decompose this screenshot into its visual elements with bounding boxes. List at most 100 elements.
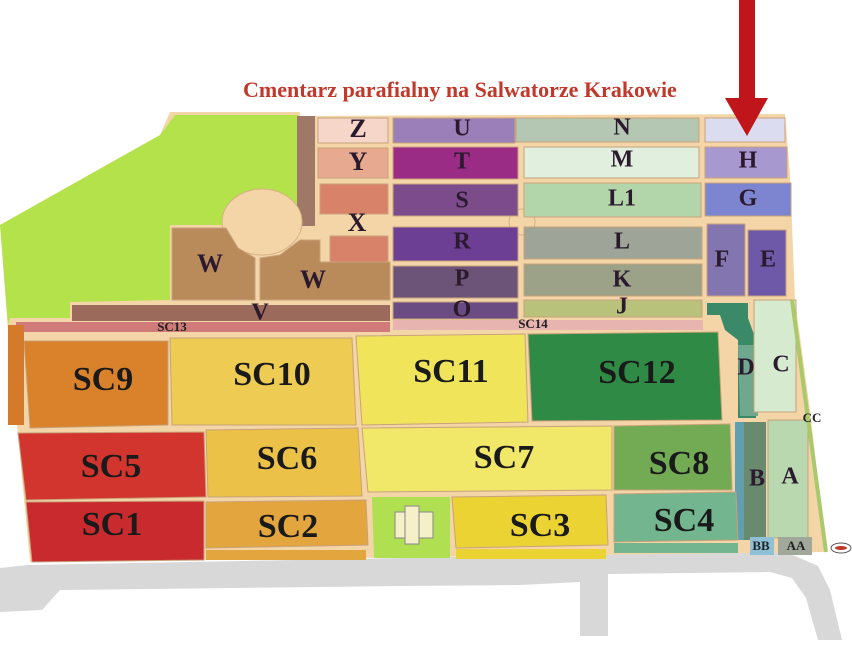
sc-labels: SC9 SC10 SC11 SC12 SC5 SC6 SC7 SC8 SC1 S… [73,353,714,545]
street-gap-2 [620,575,770,586]
section-W-right[interactable] [259,239,391,301]
section-V[interactable] [72,305,390,321]
label-P: P [455,266,470,292]
label-SC6: SC6 [257,440,317,477]
section-L[interactable] [523,226,703,260]
section-SC2[interactable] [205,499,369,549]
map-logo-icon-inner [835,546,847,550]
section-R[interactable] [392,226,519,262]
section-SC14[interactable] [393,320,703,330]
section-SC9-edge [8,325,24,425]
section-K[interactable] [523,263,703,297]
label-K: K [613,267,632,293]
section-SC2-strip [206,550,366,560]
label-B: B [749,466,765,492]
label-O: O [453,297,472,323]
section-Y[interactable] [317,147,389,179]
label-SC3: SC3 [510,507,570,544]
label-L1: L1 [608,186,636,212]
section-F[interactable] [706,223,746,297]
brown-strip [297,116,315,226]
section-A[interactable] [767,419,809,539]
label-X: X [348,208,367,237]
section-X-bottom[interactable] [329,235,389,263]
street-outlines [0,548,842,640]
label-W-right: W [300,265,326,294]
section-SC3[interactable] [451,494,609,549]
section-O[interactable] [392,301,519,320]
section-G[interactable] [704,182,792,217]
section-H[interactable] [704,146,788,179]
label-SC4: SC4 [654,502,714,539]
label-SC8: SC8 [649,445,709,482]
section-SC7[interactable] [361,425,613,493]
section-BB[interactable] [750,537,774,555]
label-M: M [611,147,634,173]
section-D[interactable] [738,345,758,416]
label-D: D [737,355,754,381]
section-P[interactable] [392,265,519,299]
section-B-inner[interactable] [744,422,766,540]
pointer-arrow-icon [725,0,768,136]
section-SC11[interactable] [355,333,529,426]
chapel-oval [221,188,303,256]
label-E: E [760,247,776,273]
label-SC13: SC13 [157,319,187,334]
label-SC11: SC11 [413,353,489,390]
label-A: A [781,464,799,490]
label-T: T [454,149,470,175]
section-Z[interactable] [317,117,389,144]
street-area [0,548,842,640]
label-R: R [453,229,471,255]
label-F: F [715,247,730,273]
label-G: G [739,186,758,212]
section-SC10[interactable] [169,337,357,426]
section-AA[interactable] [778,537,812,555]
label-W-left: W [197,249,223,278]
section-X-top[interactable] [319,183,389,215]
section-J[interactable] [523,299,703,318]
section-SC8[interactable] [613,423,733,491]
label-AA: AA [787,538,806,553]
label-CC: CC [803,410,822,425]
green-area [0,115,298,325]
section-C[interactable] [753,299,797,413]
chapel-building-tower [404,505,420,545]
section-M[interactable] [523,146,700,179]
label-SC14: SC14 [518,316,548,331]
label-SC2: SC2 [258,508,318,545]
section-T[interactable] [392,146,519,180]
label-J: J [616,294,628,320]
label-BB: BB [752,538,770,553]
section-SC6[interactable] [205,427,363,498]
label-Z: Z [349,114,366,143]
section-SC9[interactable] [23,340,169,429]
label-S: S [455,188,468,214]
section-SC1[interactable] [25,500,205,563]
label-SC10: SC10 [233,356,310,393]
section-U[interactable] [392,117,516,144]
section-SC12[interactable] [527,331,723,422]
label-Y: Y [349,147,368,176]
section-E[interactable] [747,229,787,297]
label-L: L [614,229,630,255]
section-SC4[interactable] [613,491,739,543]
section-SC5[interactable] [17,431,207,501]
label-SC1: SC1 [82,506,142,543]
label-SC12: SC12 [598,354,675,391]
label-H: H [739,148,758,174]
label-V: V [251,300,269,326]
label-SC5: SC5 [81,448,141,485]
section-L1[interactable] [523,182,702,218]
section-N[interactable] [515,117,700,143]
section-CC-strip[interactable] [790,299,828,553]
section-W-left[interactable] [171,227,256,301]
section-labels: Z Y X W W V U T S R P O N M L1 L K J H G… [157,114,821,553]
section-S[interactable] [392,183,519,217]
section-SC13[interactable] [16,322,390,332]
label-N: N [613,115,631,141]
section-SC4-strip [614,543,738,553]
label-SC9: SC9 [73,361,133,398]
